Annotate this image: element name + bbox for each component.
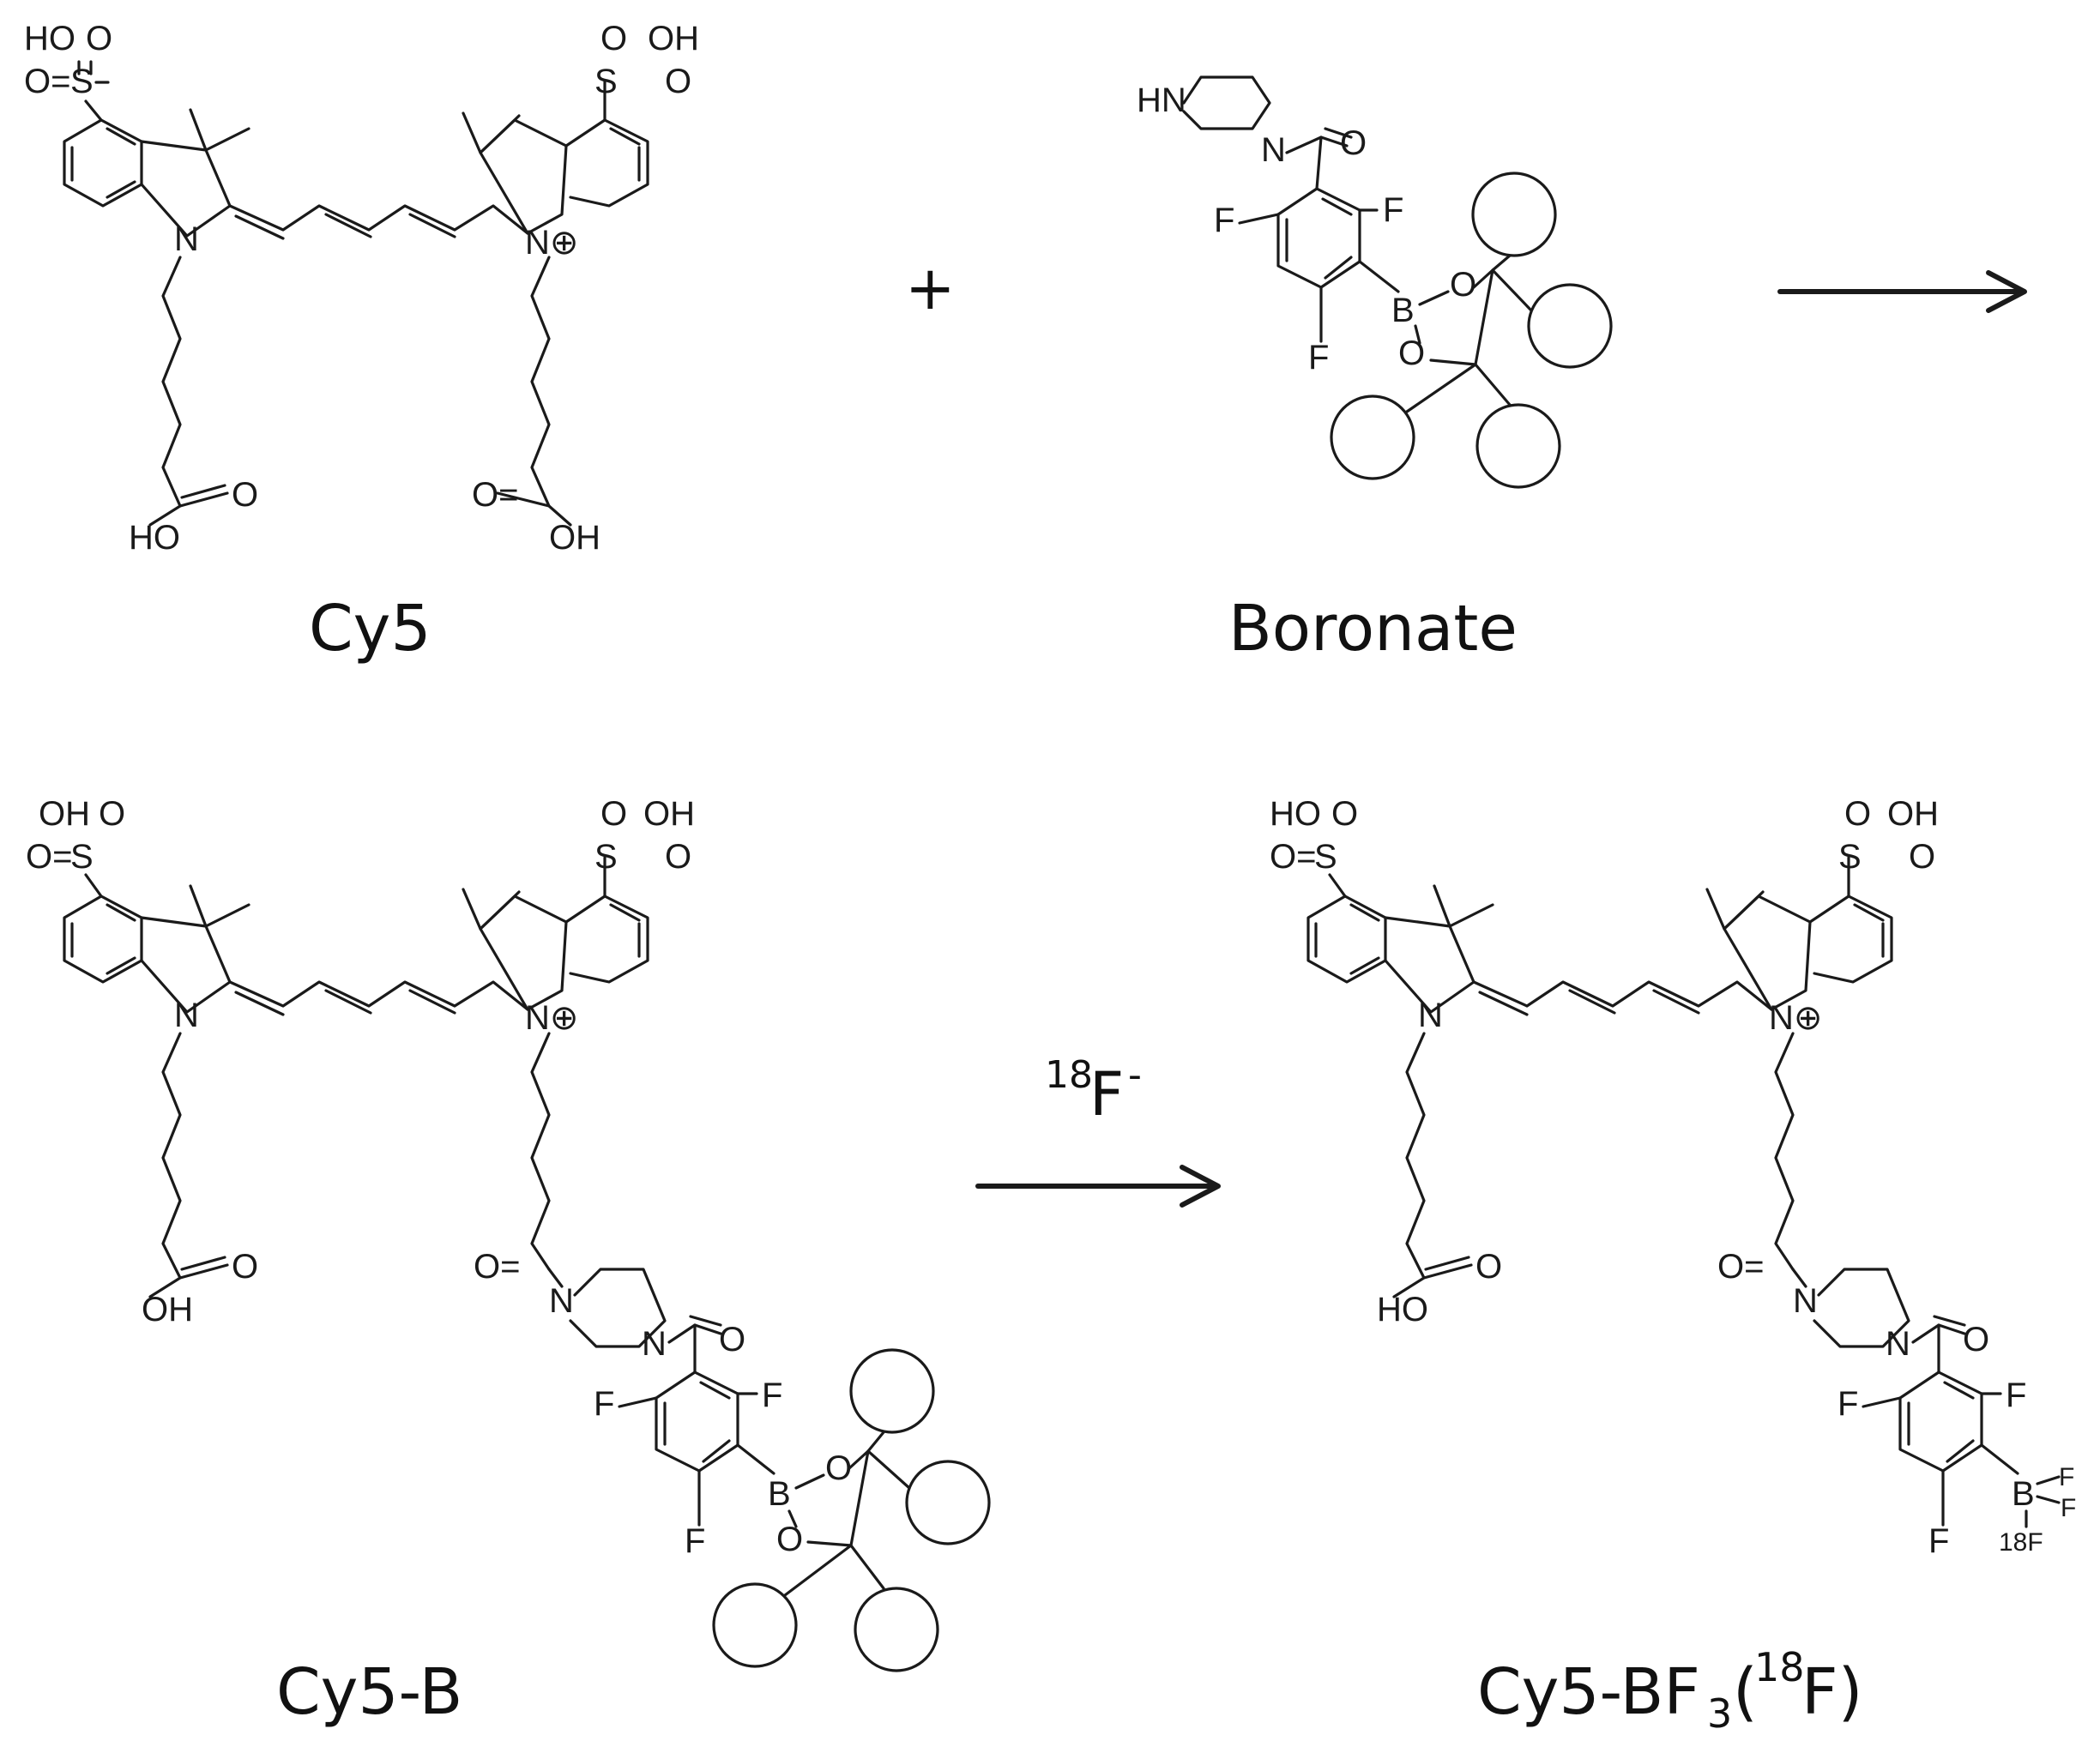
atom-label: O [86, 20, 112, 57]
reaction-arrow-bottom: 18 F - [975, 1053, 1221, 1208]
atom-label: O [1450, 266, 1476, 304]
atom-label: HO [1377, 1291, 1428, 1328]
atom-label: F [2006, 1377, 2026, 1414]
atom-label: F [2061, 1494, 2076, 1522]
atom-label: O [665, 63, 691, 100]
atom-label: F [1928, 1522, 1949, 1560]
compound-label-cy5bf3: Cy5-BF 3 ( 18 F) [1477, 1644, 1862, 1737]
atom-label: B [768, 1475, 791, 1513]
atom-label: OH [648, 20, 699, 57]
atom-label: O [1340, 124, 1367, 162]
atom-label: HO [129, 519, 180, 557]
atom-label: F [762, 1377, 782, 1414]
atom-label: HN [1137, 81, 1186, 119]
atom-label: O [600, 795, 627, 833]
atom-label: N⊕ [525, 224, 578, 262]
atom-label: O= [24, 63, 70, 100]
boronate-structure: HN N O F F F B O O [1137, 75, 1613, 489]
label-close: F) [1801, 1655, 1862, 1729]
atom-label: O= [472, 476, 518, 514]
atom-label: S [70, 838, 94, 876]
atom-label: O [776, 1521, 803, 1558]
atom-label: OH [142, 1291, 193, 1328]
atom-label: O [1331, 795, 1358, 833]
atom-label: F [1214, 202, 1234, 239]
atom-label: O= [474, 1248, 520, 1286]
atom-label: F [594, 1385, 614, 1423]
atom-label: N [1793, 1282, 1818, 1320]
atom-label: O= [1717, 1248, 1764, 1286]
atom-label: O [1398, 334, 1425, 372]
atom-label: O [232, 476, 258, 514]
atom-label: N⊕ [1769, 999, 1822, 1037]
atom-label: O [1909, 838, 1935, 876]
cy5bf3-structure: HO O O= S N O OH S O N⊕ O HO O= N N O F [1270, 795, 2076, 1560]
atom-label: HO [1270, 795, 1321, 833]
compound-label-cy5b: Cy5-B [276, 1655, 462, 1729]
cy5b-structure: OH O O= S N O OH S O N⊕ O OH O= N N O [26, 795, 991, 1672]
atom-label: S [594, 63, 618, 100]
atom-label: O [665, 838, 691, 876]
reaction-arrow-top [1777, 270, 2027, 313]
atom-label: O [600, 20, 627, 57]
atom-label: OH [39, 795, 90, 833]
atom-label: OH [549, 519, 600, 557]
atom-label: B [1391, 292, 1415, 329]
plus-sign: + [905, 253, 956, 323]
reagent-symbol: F [1089, 1059, 1124, 1130]
atom-label: OH [1887, 795, 1939, 833]
atom-label: O= [1270, 838, 1316, 876]
label-open: ( [1733, 1655, 1758, 1729]
compound-label-cy5: Cy5 [309, 592, 431, 666]
atom-label: O [825, 1449, 852, 1487]
atom-label: S [594, 838, 618, 876]
atom-label: F [685, 1522, 705, 1560]
reagent-isotope: 18 [1045, 1053, 1093, 1097]
atom-label: N [1261, 131, 1286, 169]
compound-label-boronate: Boronate [1228, 592, 1518, 666]
atom-label: N [549, 1282, 574, 1320]
atom-label: F [1308, 339, 1329, 377]
atom-label: B [2012, 1475, 2035, 1513]
atom-label: N⊕ [525, 999, 578, 1037]
atom-label: O [719, 1321, 745, 1358]
atom-label: HO [24, 20, 75, 57]
atom-label: O [1963, 1321, 1989, 1358]
atom-label: S [70, 63, 94, 100]
atom-label: S [1838, 838, 1862, 876]
label-superscript: 18 [1754, 1644, 1805, 1690]
atom-label: S [1314, 838, 1337, 876]
atom-label: N [642, 1325, 667, 1363]
label-main: Cy5-BF [1477, 1655, 1700, 1729]
atom-label: F [1383, 191, 1403, 229]
atom-label: N [174, 997, 199, 1034]
atom-label: O [232, 1248, 258, 1286]
atom-label: N [1418, 997, 1443, 1034]
atom-label: O [1475, 1248, 1502, 1286]
atom-label: N [1886, 1325, 1910, 1363]
atom-label: OH [643, 795, 695, 833]
cy5-structure: HO O O= S N O OH S O N⊕ O HO O= [24, 20, 699, 557]
atom-label: F [1838, 1385, 1858, 1423]
atom-label: O= [26, 838, 72, 876]
atom-label: N [174, 220, 199, 258]
reagent-charge: - [1128, 1053, 1142, 1097]
atom-label: 18F [1999, 1528, 2043, 1557]
label-subscript: 3 [1707, 1690, 1732, 1737]
atom-label: O [99, 795, 125, 833]
atom-label: O [1844, 795, 1871, 833]
atom-label: F [2059, 1463, 2074, 1491]
